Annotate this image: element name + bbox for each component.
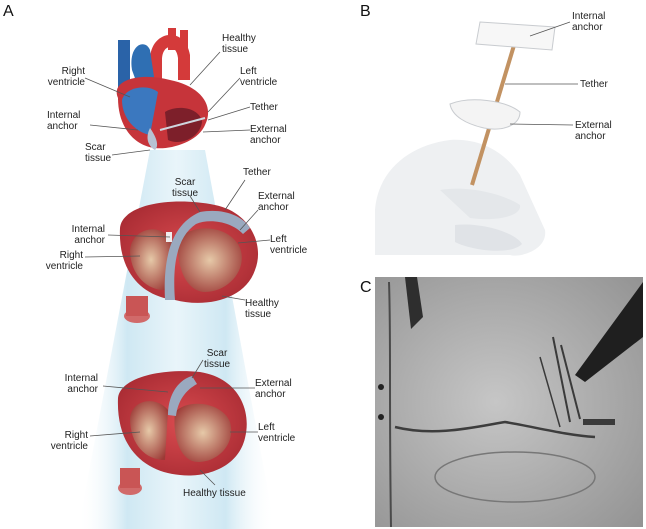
label-bot-external-anchor: External anchor [255,378,292,400]
panel-letter-b: B [360,3,371,20]
clamp-right [575,282,643,382]
label-bot-scar-tissue: Scar tissue [203,348,231,370]
bottom-right-cavity [130,401,168,460]
bottom-vessel-tube [120,468,140,488]
mid-right-cavity [130,229,172,291]
label-b-tether: Tether [580,79,608,90]
fluoroscopy-image [375,277,643,527]
tether-line [159,117,206,131]
mid-vessel-tube [126,296,148,316]
label-top-scar-tissue: Scar tissue [85,142,112,164]
label-b-external-anchor: External anchor [575,120,612,142]
bottom-section-graphic [117,371,247,495]
bottom-left-cavity [174,403,232,462]
label-b-internal-anchor: Internal anchor [572,11,606,33]
mid-scar-band [164,210,250,300]
label-bot-internal-anchor: Internal anchor [64,373,98,395]
label-mid-external-anchor: External anchor [258,191,295,213]
left-ventricle-cavity [165,107,202,142]
cardiac-shadow [434,451,596,503]
wire-3 [539,356,561,428]
leader-lines-a [84,51,271,486]
panel-letter-c: C [360,279,372,296]
label-bot-left-ventricle: Left ventricle [258,422,296,444]
catheter-left [388,281,392,527]
panel-letter-a: A [3,3,14,20]
wire-1 [552,336,571,423]
external-anchor-pad [449,99,521,130]
mid-left-cavity [177,228,242,292]
label-mid-tether: Tether [243,167,271,178]
marker-2 [378,414,384,420]
label-bot-healthy-tissue: Healthy tissue [183,488,246,499]
vessel-branch-1 [168,28,176,50]
label-mid-left-ventricle: Left ventricle [270,234,308,256]
label-top-internal-anchor: Internal anchor [47,110,81,132]
label-bot-right-ventricle: Right ventricle [50,430,88,452]
wire-2 [560,344,581,420]
label-mid-healthy-tissue: Healthy tissue [245,298,279,320]
label-top-left-ventricle: Left ventricle [240,66,278,88]
top-heart-graphic [116,28,209,150]
right-ventricle-blue [122,87,158,135]
glove-finger-1 [440,188,521,220]
label-mid-right-ventricle: Right ventricle [45,250,83,272]
label-mid-internal-anchor: Internal anchor [71,224,105,246]
fluoroscopy-drawing [375,277,643,527]
vessel-branch-2 [180,30,188,50]
label-top-right-ventricle: Right ventricle [47,66,85,88]
bottom-scar-band [168,376,197,416]
label-top-external-anchor: External anchor [250,124,287,146]
label-top-tether: Tether [250,102,278,113]
marker-1 [378,384,384,390]
label-top-healthy-tissue: Healthy tissue [222,33,256,55]
mid-section-graphic [119,201,259,323]
label-mid-scar-tissue: Scar tissue [171,177,199,199]
anchor-marker [583,419,615,425]
scar-patch [147,128,158,150]
internal-anchor-pad [475,21,556,51]
glove-finger-2 [455,224,522,251]
panel-b-illustration [375,21,556,256]
leader-lines-b [505,21,578,126]
catheter-sheath [394,420,596,439]
device-top [405,277,423,329]
